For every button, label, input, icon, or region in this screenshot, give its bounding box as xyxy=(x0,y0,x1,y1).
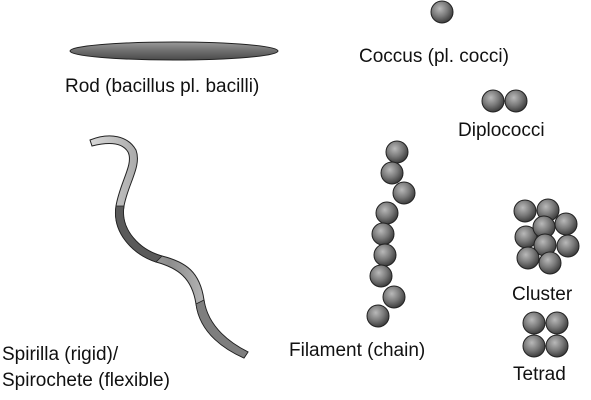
coccus-shape xyxy=(430,0,454,24)
cluster-label: Cluster xyxy=(512,284,573,305)
filament-label: Filament (chain) xyxy=(289,340,426,361)
coccus-label: Coccus (pl. cocci) xyxy=(359,46,509,67)
diplococci-label: Diplococci xyxy=(458,120,545,141)
rod-label: Rod (bacillus pl. bacilli) xyxy=(65,76,260,97)
spirilla-shape xyxy=(89,135,249,359)
cluster-shape xyxy=(513,198,580,275)
spirilla-label-line1: Spirilla (rigid)/ xyxy=(2,344,119,365)
rod-shape xyxy=(69,41,279,61)
tetrad-shape xyxy=(522,311,569,358)
filament-shape xyxy=(366,140,416,328)
diplococci-shape xyxy=(481,89,528,113)
tetrad-label: Tetrad xyxy=(513,364,566,385)
spirilla-label-line2: Spirochete (flexible) xyxy=(2,370,170,391)
